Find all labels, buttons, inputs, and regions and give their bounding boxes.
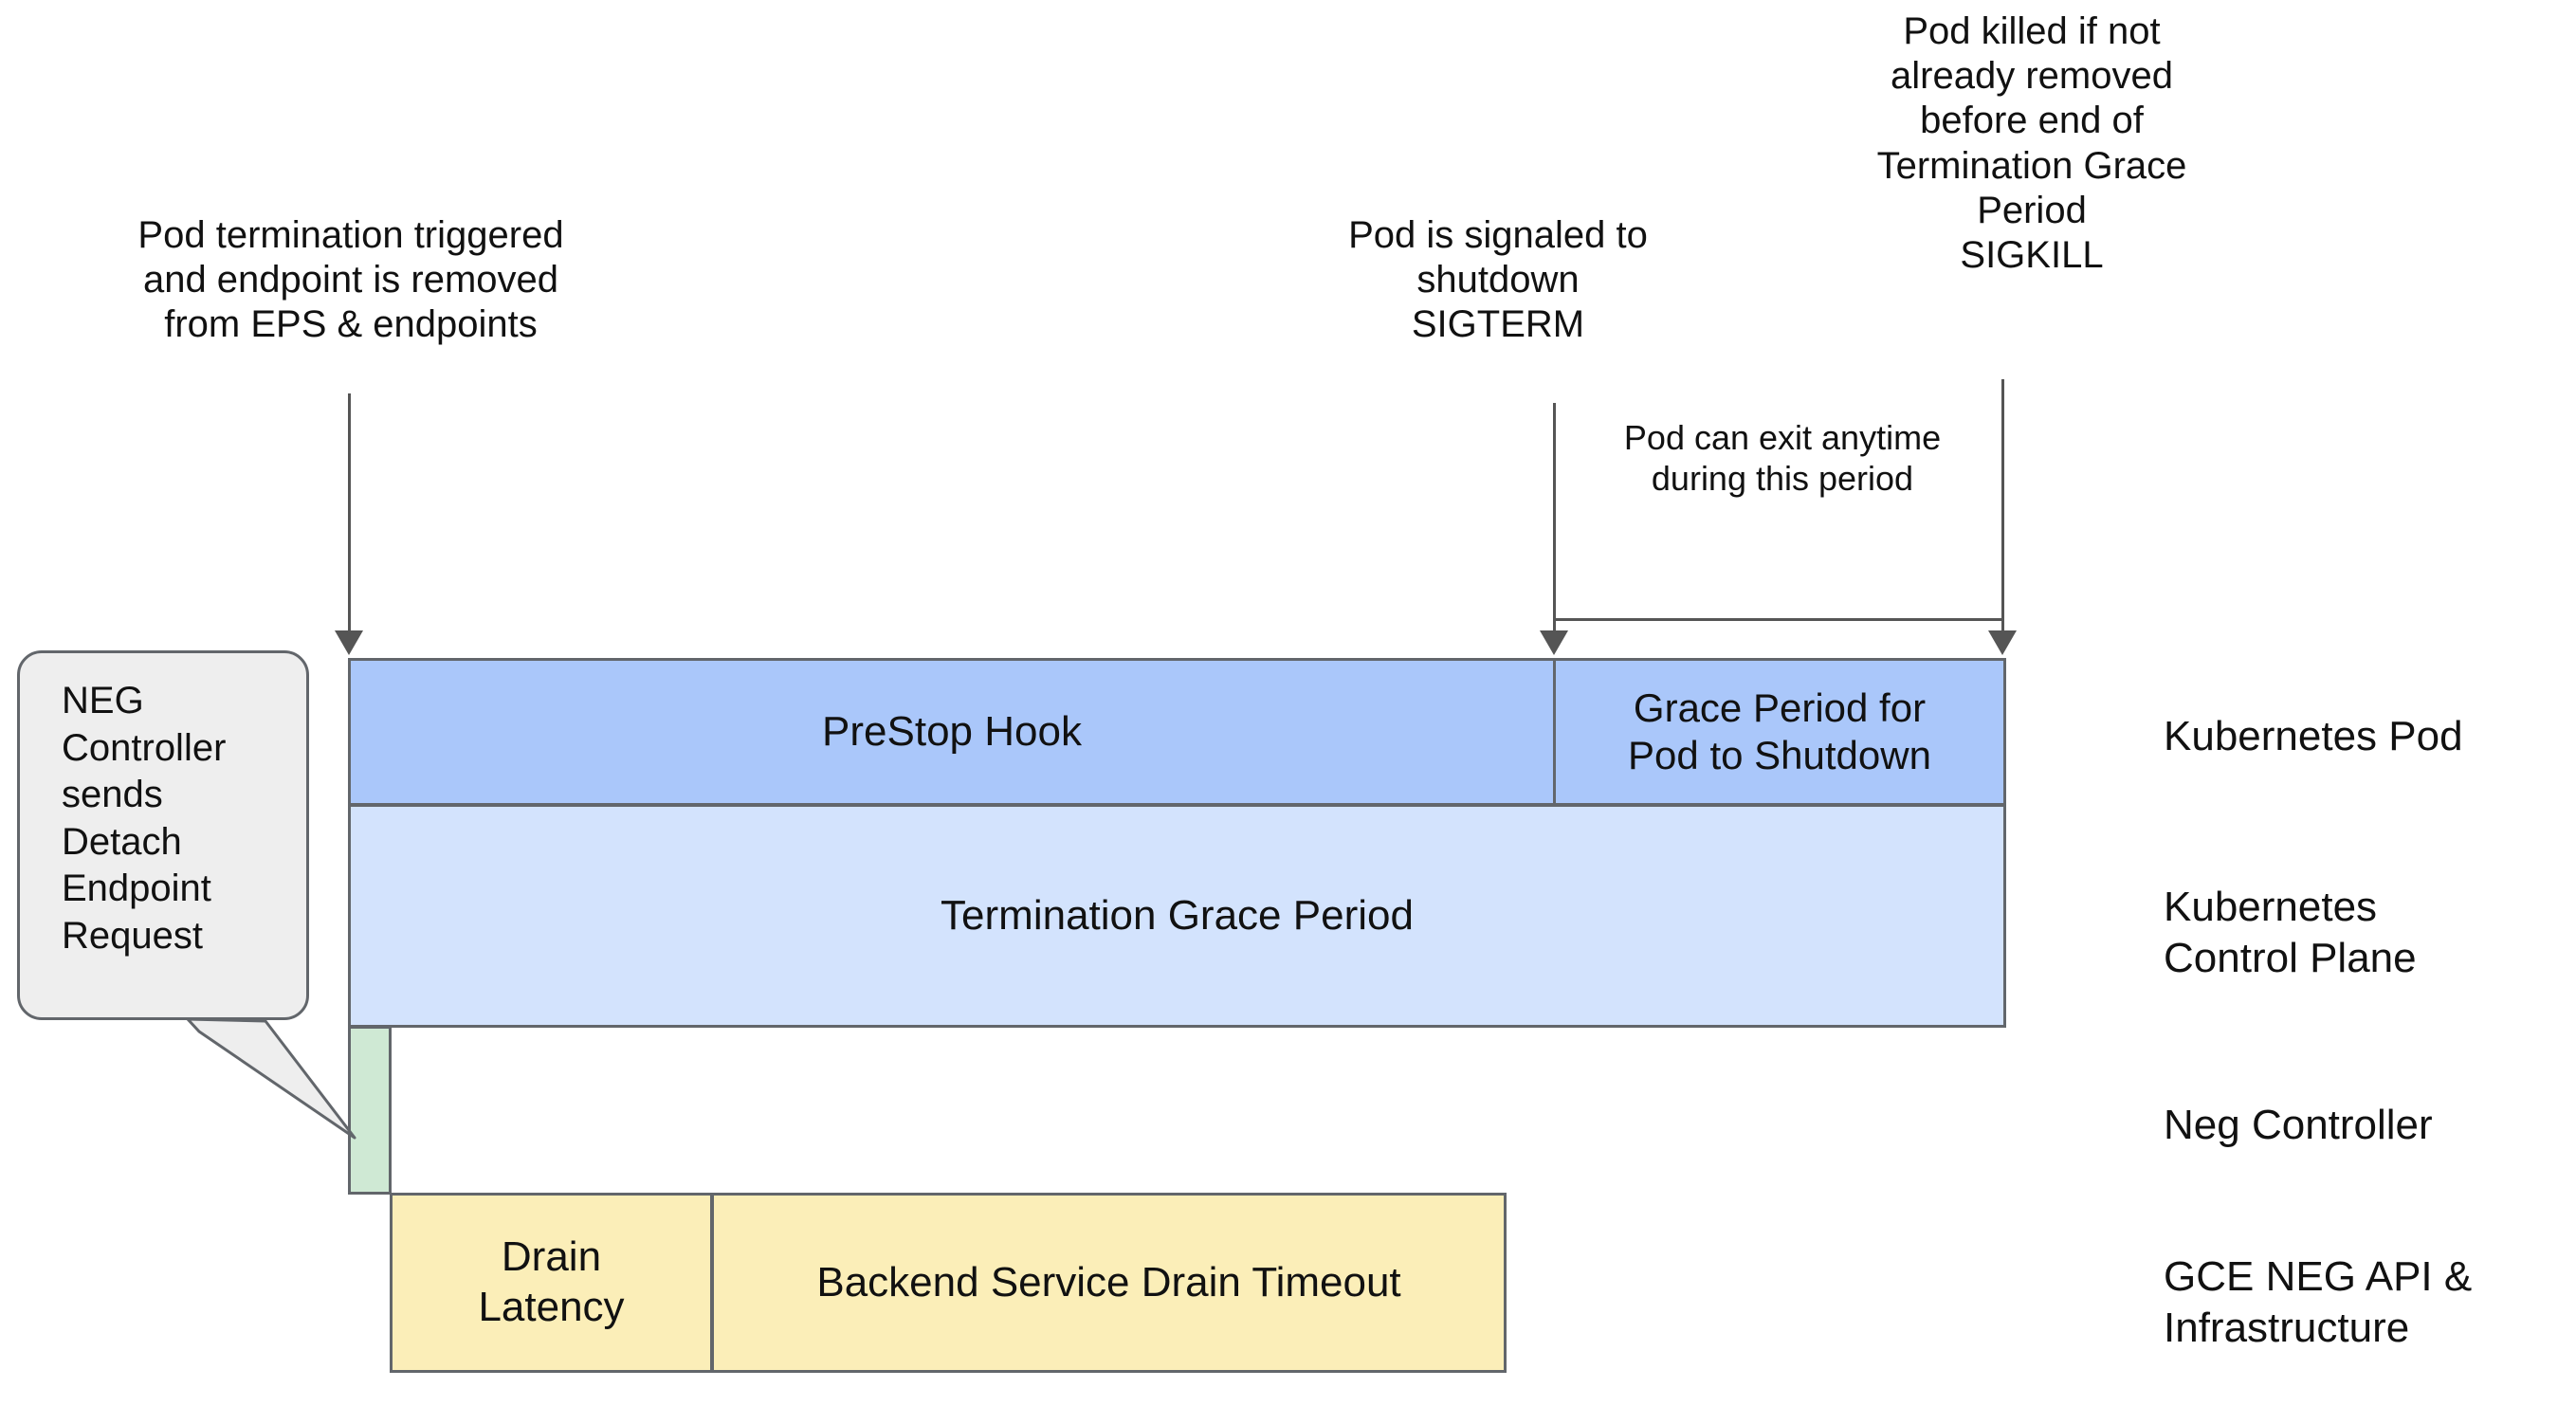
bar-grace-period-for-pod-to-shutdown[interactable]: Grace Period for Pod to Shutdown	[1553, 658, 2006, 806]
callout-neg-controller-detach: NEG Controller sends Detach Endpoint Req…	[17, 650, 309, 1020]
bar-neg-controller[interactable]	[348, 1026, 392, 1195]
annotation-pod-termination-triggered: Pod termination triggered and endpoint i…	[137, 214, 564, 346]
arrow-line-sigterm	[1553, 403, 1556, 630]
lane-label-neg-controller: Neg Controller	[2164, 1102, 2433, 1148]
arrow-head-sigterm	[1540, 630, 1568, 655]
annotation-pod-signaled-sigterm: Pod is signaled to shutdown SIGTERM	[1348, 214, 1648, 346]
bar-drain-latency[interactable]: Drain Latency	[390, 1193, 713, 1373]
annotation-pod-can-exit-anytime: Pod can exit anytime during this period	[1623, 418, 1942, 499]
bar-backend-service-drain-timeout[interactable]: Backend Service Drain Timeout	[711, 1193, 1507, 1373]
callout-tail-pointer	[186, 1017, 356, 1140]
lane-label-gce-neg-api-infrastructure: GCE NEG API & Infrastructure	[2164, 1253, 2473, 1351]
arrow-line-sigkill	[2001, 379, 2004, 630]
lane-label-kubernetes-control-plane: Kubernetes Control Plane	[2164, 884, 2417, 981]
arrow-line-pod-termination-triggered	[348, 393, 351, 630]
bar-termination-grace-period[interactable]: Termination Grace Period	[348, 804, 2006, 1028]
arrow-head-pod-termination-triggered	[335, 630, 363, 655]
connector-grace-window	[1555, 618, 2003, 621]
bar-prestop-hook[interactable]: PreStop Hook	[348, 658, 1556, 806]
arrow-head-sigkill	[1988, 630, 2017, 655]
lane-label-kubernetes-pod: Kubernetes Pod	[2164, 713, 2463, 759]
annotation-pod-killed-sigkill: Pod killed if not already removed before…	[1876, 10, 2187, 276]
